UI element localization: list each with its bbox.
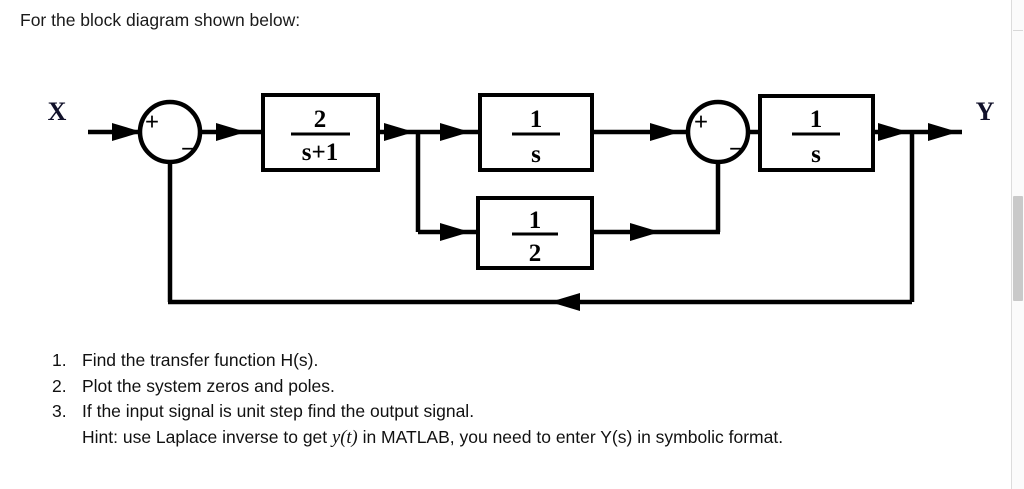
arrowhead-branch-to-block2	[440, 123, 470, 141]
block4-numerator: 1	[810, 106, 823, 133]
hint-math-variable: y(t)	[332, 427, 358, 448]
block3-denominator: 2	[529, 240, 542, 267]
block2-denominator: s	[531, 141, 541, 168]
task-item-3: 3. If the input signal is unit step find…	[52, 399, 1002, 425]
arrowhead-input	[112, 123, 142, 141]
arrowhead-sum2-in	[650, 123, 680, 141]
output-signal-label: Y	[976, 97, 995, 126]
task-item-2: 2. Plot the system zeros and poles.	[52, 374, 1002, 400]
sum2-minus-sign: −	[729, 136, 743, 163]
block4-denominator: s	[811, 141, 821, 168]
task-1-text: Find the transfer function H(s).	[82, 350, 319, 370]
block1-numerator: 2	[314, 106, 327, 133]
scrollbar-tick-mark	[1013, 30, 1023, 31]
block1-denominator: s+1	[302, 139, 338, 166]
hint-lead-text: Hint: use Laplace inverse to get	[82, 426, 333, 447]
arrowhead-block4-out	[878, 123, 908, 141]
task-3-text: If the input signal is unit step find th…	[82, 401, 475, 421]
sum2-plus-sign: +	[694, 109, 708, 136]
arrowhead-outer-feedback	[550, 293, 580, 311]
sum1-plus-sign: +	[145, 109, 159, 136]
arrowhead-output	[928, 123, 958, 141]
hint-line: Hint: use Laplace inverse to get y(t) in…	[52, 425, 1002, 452]
task-3-number: 3.	[52, 401, 67, 421]
block-diagram-svg: X + − 2 s+1 1	[48, 93, 995, 311]
hint-text: Hint: use Laplace inverse to get y(t) in…	[82, 425, 1002, 452]
arrowhead-half-block-out	[630, 223, 660, 241]
task-item-1: 1. Find the transfer function H(s).	[52, 348, 1002, 374]
input-signal-label: X	[48, 97, 67, 126]
arrowhead-half-block-in	[440, 223, 470, 241]
sum1-minus-sign: −	[181, 136, 195, 163]
vertical-scrollbar[interactable]	[1011, 0, 1024, 489]
arrowhead-sum1-out	[216, 123, 246, 141]
task-2-text: Plot the system zeros and poles.	[82, 375, 335, 396]
task-1-number: 1.	[52, 350, 67, 370]
task-list: 1. Find the transfer function H(s). 2. P…	[52, 348, 1002, 451]
arrowhead-block1-out	[384, 123, 414, 141]
task-2-number: 2.	[52, 375, 67, 396]
scrollbar-thumb[interactable]	[1013, 196, 1023, 301]
hint-tail-text: in MATLAB, you need to enter Y(s) in sym…	[357, 426, 784, 447]
page-title: For the block diagram shown below:	[20, 10, 301, 30]
block3-numerator: 1	[529, 207, 542, 234]
block-diagram-figure: X + − 2 s+1 1	[0, 72, 1000, 330]
block2-numerator: 1	[530, 106, 543, 133]
